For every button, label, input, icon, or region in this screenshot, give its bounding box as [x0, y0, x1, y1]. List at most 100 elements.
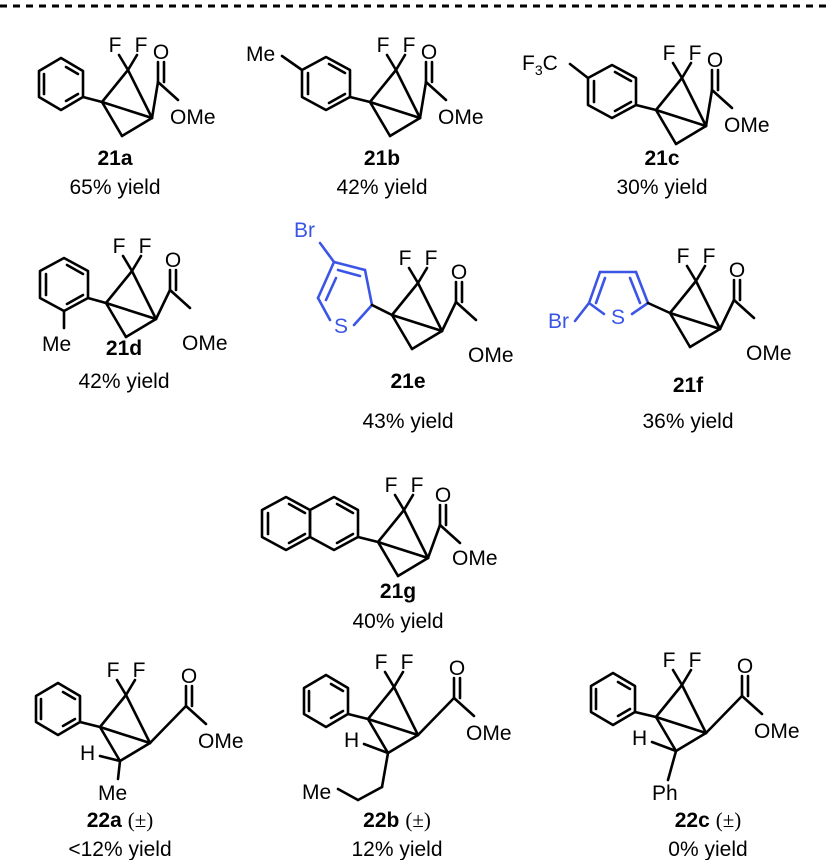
fluorine-label: F [377, 34, 390, 57]
oxygen-label: O [421, 41, 437, 64]
hydrogen-label: H [632, 727, 647, 750]
ester-group [440, 280, 478, 333]
fluorine-label: F [109, 34, 122, 57]
fluorine-label: F [375, 651, 388, 674]
structure-22c: F F H Ph O OMe [589, 649, 800, 805]
compound-label-22a: 22a(±) [87, 808, 154, 832]
phenyl-substituent-label: Ph [652, 782, 678, 805]
ester-group [416, 676, 476, 737]
cf3-label: F3C [522, 52, 558, 78]
bicyclopentane-core [390, 266, 444, 351]
oxygen-label: O [449, 657, 465, 680]
phenyl-ring [302, 673, 350, 729]
oxygen-label: O [165, 249, 181, 272]
yield-22a: <12% yield [68, 838, 171, 860]
compound-label-22c: 22c(±) [675, 808, 742, 832]
methoxy-label: OMe [452, 547, 498, 570]
ester-group [704, 674, 764, 735]
bromine-label: Br [294, 219, 315, 242]
aryl-ring [586, 63, 638, 120]
compound-label-21f: 21f [673, 374, 704, 397]
ester-group [150, 60, 180, 120]
compound-label-21a: 21a [97, 147, 132, 170]
bicyclopentane-core [654, 668, 708, 753]
structure-21f: Br S F F O OMe [548, 245, 792, 365]
oxygen-label: O [181, 665, 197, 688]
oxygen-label: O [153, 41, 169, 64]
bicyclopentane-core [366, 670, 420, 755]
fluorine-label: F [107, 659, 120, 682]
compound-label-21e: 21e [390, 370, 425, 393]
phenyl-ring [37, 56, 85, 112]
structure-22a: F F H Me O OMe [34, 659, 244, 805]
bicyclopentane-core [368, 53, 422, 138]
propyl-chain [336, 751, 390, 802]
sulfur-label: S [611, 306, 625, 329]
bicyclopentane-core [98, 678, 152, 763]
tolyl-ring [300, 55, 352, 112]
yield-21g: 40% yield [352, 610, 443, 633]
fluorine-label: F [135, 34, 148, 57]
thiophene-ring [316, 260, 374, 327]
yield-21d: 42% yield [78, 370, 169, 393]
methoxy-label: OMe [438, 106, 484, 129]
yield-21f: 36% yield [642, 410, 733, 433]
fluorine-label: F [663, 649, 676, 672]
phenyl-ring [34, 681, 82, 737]
fluorine-label: F [425, 247, 438, 270]
ester-group [704, 68, 734, 128]
naphthalene-rings [260, 495, 360, 552]
structure-21e: Br S F F O OMe [294, 219, 514, 367]
oxygen-label: O [729, 259, 745, 282]
methoxy-label: OMe [182, 332, 228, 355]
oxygen-label: O [451, 261, 467, 284]
oxygen-label: O [737, 655, 753, 678]
methoxy-label: OMe [468, 344, 514, 367]
methoxy-label: OMe [466, 722, 512, 745]
fluorine-label: F [399, 247, 412, 270]
compound-label-21c: 21c [644, 147, 679, 170]
methoxy-label: OMe [754, 720, 800, 743]
ester-group [426, 503, 462, 560]
ester-group [154, 268, 192, 321]
methoxy-label: OMe [170, 106, 216, 129]
bicyclopentane-core [376, 493, 430, 578]
fluorine-label: F [139, 235, 152, 258]
methyl-label: Me [42, 333, 71, 356]
bicyclopentane-core [104, 254, 158, 339]
structure-21c: F3C F F O OMe [522, 42, 770, 146]
fluorine-label: F [689, 42, 702, 65]
structure-21g: F F O OMe [260, 474, 498, 578]
oxygen-label: O [435, 484, 451, 507]
bicyclopentane-core [100, 53, 154, 138]
compound-label-21b: 21b [364, 147, 400, 170]
fluorine-label: F [385, 474, 398, 497]
methyl-label: Me [246, 43, 275, 66]
fluorine-label: F [403, 34, 416, 57]
fluorine-label: F [411, 474, 424, 497]
fluorine-label: F [133, 659, 146, 682]
methoxy-label: OMe [746, 342, 792, 365]
structure-22b: F F H Me O OMe [302, 651, 512, 804]
bromine-label: Br [548, 310, 569, 333]
sulfur-label: S [334, 315, 348, 338]
yield-22c: 0% yield [668, 838, 747, 860]
fluorine-label: F [677, 245, 690, 268]
fluorine-label: F [401, 651, 414, 674]
methoxy-label: OMe [198, 730, 244, 753]
o-tolyl-ring [38, 256, 90, 313]
bicyclopentane-core [668, 264, 722, 349]
fluorine-label: F [703, 245, 716, 268]
yield-21a: 65% yield [69, 176, 160, 199]
ester-group [718, 278, 756, 331]
thiophene-ring [587, 270, 650, 316]
methyl-label: Me [302, 781, 331, 804]
methoxy-label: OMe [724, 114, 770, 137]
yield-21b: 42% yield [336, 176, 427, 199]
structure-21d: Me F F O OMe [38, 235, 228, 356]
yield-21e: 43% yield [362, 410, 453, 433]
structure-21b: Me F F O OMe [246, 34, 484, 138]
hydrogen-label: H [80, 742, 95, 765]
yield-22b: 12% yield [351, 838, 442, 860]
